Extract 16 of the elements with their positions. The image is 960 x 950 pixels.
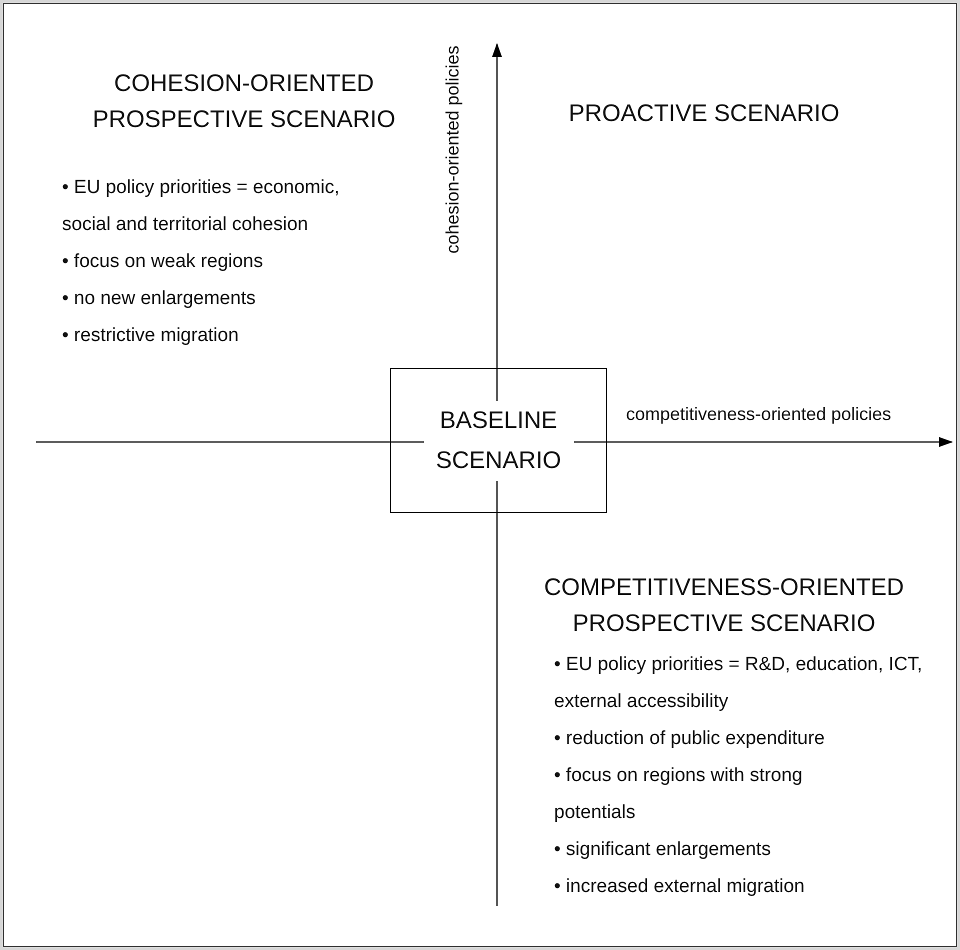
quadrant-title: COHESION-ORIENTED PROSPECTIVE SCENARIO <box>92 69 396 135</box>
bullet-text: • EU policy priorities = economic, social and territorial cohesion <box>62 176 341 237</box>
scenario-title: BASELINE SCENARIO <box>424 400 574 480</box>
bullet-text: • increased external migration <box>554 875 806 899</box>
quadrant-title: PROACTIVE SCENARIO <box>568 99 840 129</box>
bullet-text: • reduction of public expenditure <box>554 727 826 751</box>
quadrant-title: COMPETITIVENESS-ORIENTED PROSPECTIVE SCENARIO <box>542 573 906 639</box>
bullet-text: • significant enlargements <box>554 838 772 862</box>
bullet-text: • focus on weak regions <box>62 250 264 274</box>
scenario-box <box>390 368 607 513</box>
bullet-text: • restrictive migration <box>62 324 240 348</box>
bullet-text: • focus on regions with strong potentials <box>554 764 804 825</box>
bullet-text: • no new enlargements <box>62 287 257 311</box>
axis-label: competitiveness-oriented policies <box>626 404 892 425</box>
axis-label: cohesion-oriented policies <box>442 45 464 254</box>
bullet-text: • EU policy priorities = R&D, education, ICT, external accessibility <box>554 653 924 714</box>
